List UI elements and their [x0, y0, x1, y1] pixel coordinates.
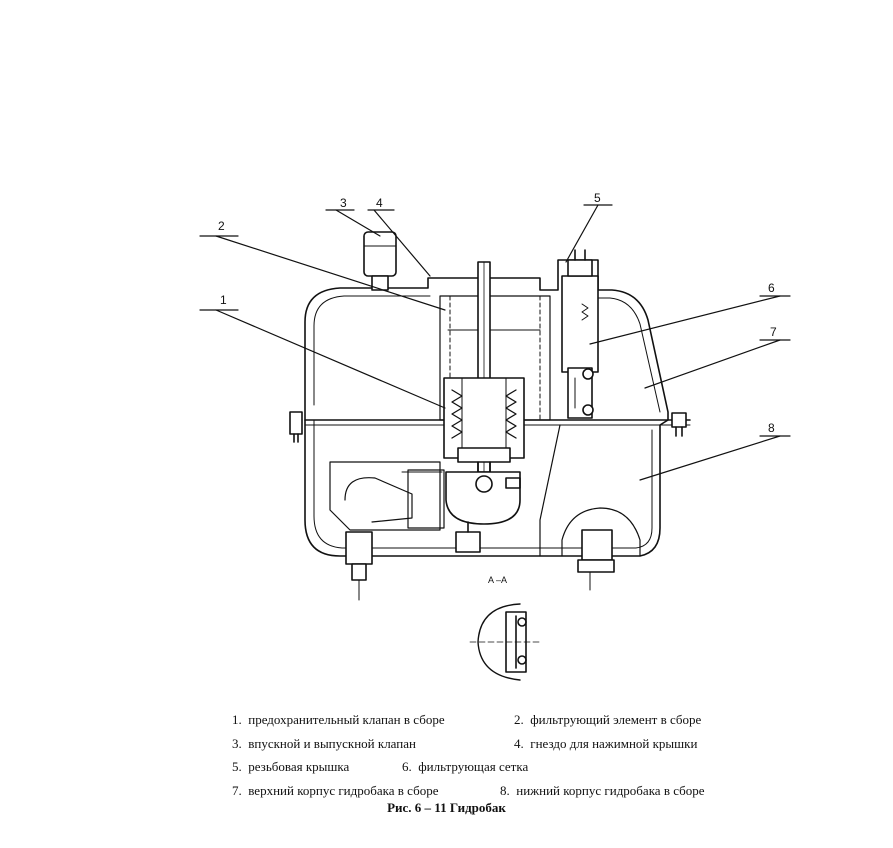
- legend-item-8: 8. нижний корпус гидробака в сборе: [500, 779, 705, 803]
- legend-item-7: 7. верхний корпус гидробака в сборе: [232, 779, 500, 803]
- callout-1: 1: [220, 293, 227, 307]
- leader-line-2: [215, 235, 446, 311]
- left-bolt: [289, 411, 303, 435]
- drain-plug-right: [581, 529, 613, 561]
- callout-2: 2: [218, 219, 225, 233]
- inlet-cap: [363, 231, 397, 277]
- legend-text: впускной и выпускной клапан: [248, 735, 416, 751]
- legend-text: верхний корпус гидробака в сборе: [248, 782, 439, 798]
- legend-text: фильтрующий элемент в сборе: [530, 712, 702, 727]
- legend-num: 7.: [232, 782, 242, 798]
- callout-3: 3: [340, 196, 347, 210]
- drain-plug-left: [345, 531, 373, 565]
- leader-line-6: [589, 295, 781, 345]
- figure-caption: Рис. 6 – 11 Гидробак: [387, 800, 506, 815]
- legend-num: 4.: [514, 735, 524, 751]
- section-label: A –A: [488, 575, 507, 585]
- section-aa-detail: [469, 603, 541, 681]
- callout-8: 8: [768, 421, 775, 435]
- callout-5: 5: [594, 191, 601, 205]
- leader-line-8: [639, 435, 781, 481]
- leader-line-1: [215, 309, 446, 409]
- leader-line-7: [644, 339, 781, 389]
- legend-item-3: 3. впускной и выпускной клапан: [232, 732, 514, 756]
- callout-4: 4: [376, 196, 383, 210]
- legend-num: 2.: [514, 712, 524, 727]
- leader-line-3: [335, 209, 381, 237]
- leader-line-5: [565, 204, 599, 263]
- legend-num: 3.: [232, 735, 242, 751]
- leader-line-4: [373, 209, 431, 277]
- legend-item-4: 4. гнездо для нажимной крышки: [514, 732, 697, 756]
- legend-item-5: 5. резьбовая крышка: [232, 755, 402, 779]
- callout-6: 6: [768, 281, 775, 295]
- callout-7: 7: [770, 325, 777, 339]
- legend-num: 1.: [232, 712, 242, 727]
- legend-num: 5.: [232, 759, 242, 774]
- legend-item-2: 2. фильтрующий элемент в сборе: [514, 708, 701, 732]
- right-bolt: [671, 412, 687, 428]
- legend-num: 6.: [402, 759, 412, 774]
- legend-text: предохранительный клапан в сборе: [248, 712, 445, 727]
- legend-text: гнездо для нажимной крышки: [530, 735, 698, 751]
- legend-text: резьбовая крышка: [248, 759, 350, 774]
- legend-text: нижний корпус гидробака в сборе: [516, 782, 705, 798]
- tank-outer-wall: [304, 259, 669, 557]
- legend-num: 8.: [500, 782, 510, 798]
- lower-chamber: [539, 424, 561, 557]
- legend-text: фильтрующая сетка: [418, 759, 529, 774]
- relief-valve-body: [443, 377, 525, 459]
- valve-block: [445, 471, 521, 525]
- legend-item-1: 1. предохранительный клапан в сборе: [232, 708, 514, 732]
- filter-screen: [561, 275, 599, 373]
- internal-duct: [329, 461, 441, 531]
- legend-item-6: 6. фильтрующая сетка: [402, 755, 528, 779]
- tank-inner-wall: [313, 295, 431, 406]
- spring: [451, 389, 517, 439]
